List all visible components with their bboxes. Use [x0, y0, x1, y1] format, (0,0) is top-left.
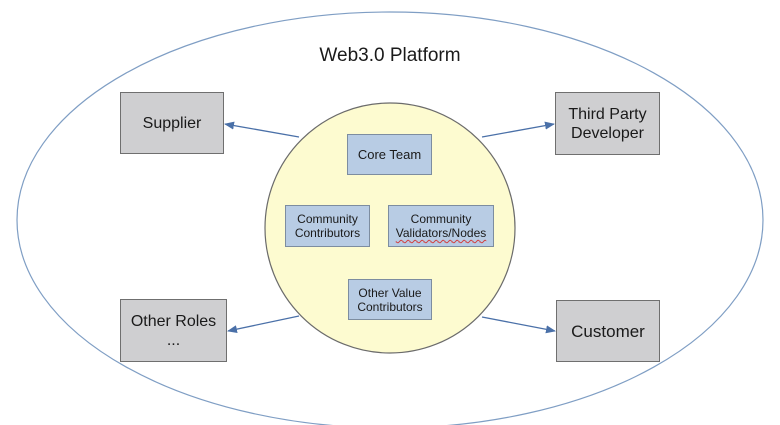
other-roles-box: Other Roles ...: [120, 299, 227, 362]
third-party-developer-label-line2: Developer: [571, 124, 644, 142]
community-contributors-label-line1: Community: [297, 212, 358, 226]
core-team-label: Core Team: [357, 146, 422, 162]
arrow-to-other-roles: [227, 315, 300, 334]
other-value-contributors-label-line1: Other Value: [358, 285, 422, 300]
community-validators-label-line2: Validators/Nodes: [395, 226, 487, 240]
community-contributors-box: Community Contributors: [285, 205, 370, 247]
community-validators-label-line1: Community: [410, 212, 472, 226]
arrow-to-customer: [481, 316, 556, 334]
customer-label: Customer: [571, 321, 645, 341]
other-value-contributors-label-line2: Contributors: [357, 299, 423, 314]
diagram-title: Web3.0 Platform: [319, 45, 461, 66]
community-validators-box: Community Validators/Nodes: [388, 205, 494, 247]
third-party-developer-box: Third Party Developer: [555, 92, 660, 155]
arrow-to-supplier: [224, 121, 300, 138]
supplier-label: Supplier: [142, 114, 202, 132]
supplier-box: Supplier: [120, 92, 224, 154]
other-value-contributors-box: Other Value Contributors: [348, 279, 432, 320]
other-roles-label-line2: ...: [166, 331, 181, 349]
arrow-to-third-party-developer: [481, 121, 555, 138]
other-roles-label-line1: Other Roles: [130, 312, 217, 330]
community-contributors-label-line2: Contributors: [294, 226, 361, 240]
platform-ellipse: [16, 11, 764, 425]
customer-box: Customer: [556, 300, 660, 362]
third-party-developer-label-line1: Third Party: [568, 105, 647, 123]
core-team-box: Core Team: [347, 134, 432, 175]
